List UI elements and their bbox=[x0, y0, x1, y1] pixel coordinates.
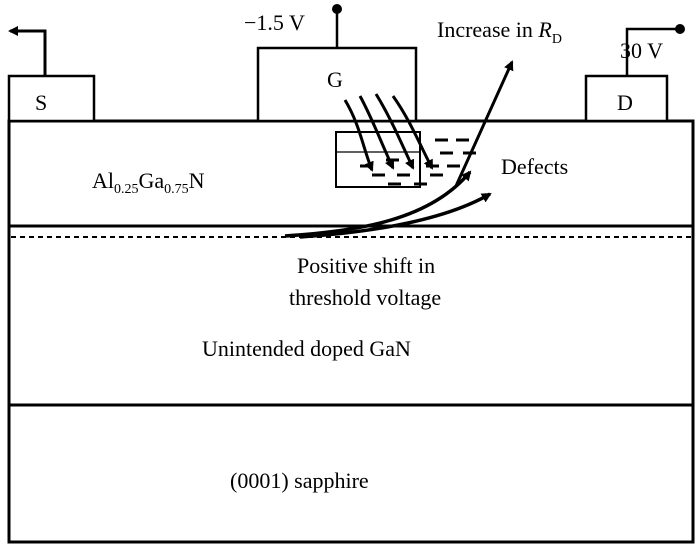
barrier-label: Al0.25Ga0.75N bbox=[92, 168, 205, 197]
electron-injection-arrows bbox=[343, 93, 434, 172]
gate-voltage-label: −1.5 V bbox=[244, 10, 305, 35]
gate-contact: G −1.5 V bbox=[244, 4, 418, 123]
gate-terminal-dot bbox=[332, 4, 342, 14]
rd-subscript: D bbox=[552, 32, 562, 47]
rd-symbol: R bbox=[537, 17, 552, 42]
vth-shift-line2: threshold voltage bbox=[289, 285, 441, 310]
barrier-el-n: N bbox=[189, 168, 205, 193]
channel-label: Unintended doped GaN bbox=[202, 336, 411, 361]
barrier-el-al: Al bbox=[92, 168, 114, 193]
drain-terminal-dot bbox=[675, 24, 685, 34]
layer-stack bbox=[7, 119, 695, 544]
source-contact: S bbox=[7, 26, 96, 123]
gate-label: G bbox=[327, 67, 343, 92]
source-label: S bbox=[35, 90, 47, 115]
drain-terminal-wire bbox=[625, 27, 676, 76]
rd-increase-label: Increase in RD bbox=[437, 17, 562, 47]
channel-trapping-arrows bbox=[284, 170, 492, 239]
drain-contact: D 30 V bbox=[584, 24, 685, 123]
barrier-sub-ga: 0.75 bbox=[164, 182, 189, 197]
substrate-layer bbox=[7, 403, 695, 544]
vth-shift-line1: Positive shift in bbox=[297, 253, 435, 278]
rd-increase-prefix: Increase in bbox=[437, 17, 538, 42]
channel-layer bbox=[7, 224, 695, 407]
rd-increase-arrow bbox=[454, 60, 514, 187]
drain-voltage-label: 30 V bbox=[620, 38, 663, 63]
drain-label: D bbox=[617, 90, 633, 115]
substrate-label: (0001) sapphire bbox=[230, 468, 369, 493]
barrier-sub-al: 0.25 bbox=[114, 182, 139, 197]
barrier-el-ga: Ga bbox=[139, 168, 165, 193]
source-current-arrow bbox=[8, 26, 47, 76]
defect-region bbox=[335, 93, 476, 188]
defects-label: Defects bbox=[501, 154, 568, 179]
